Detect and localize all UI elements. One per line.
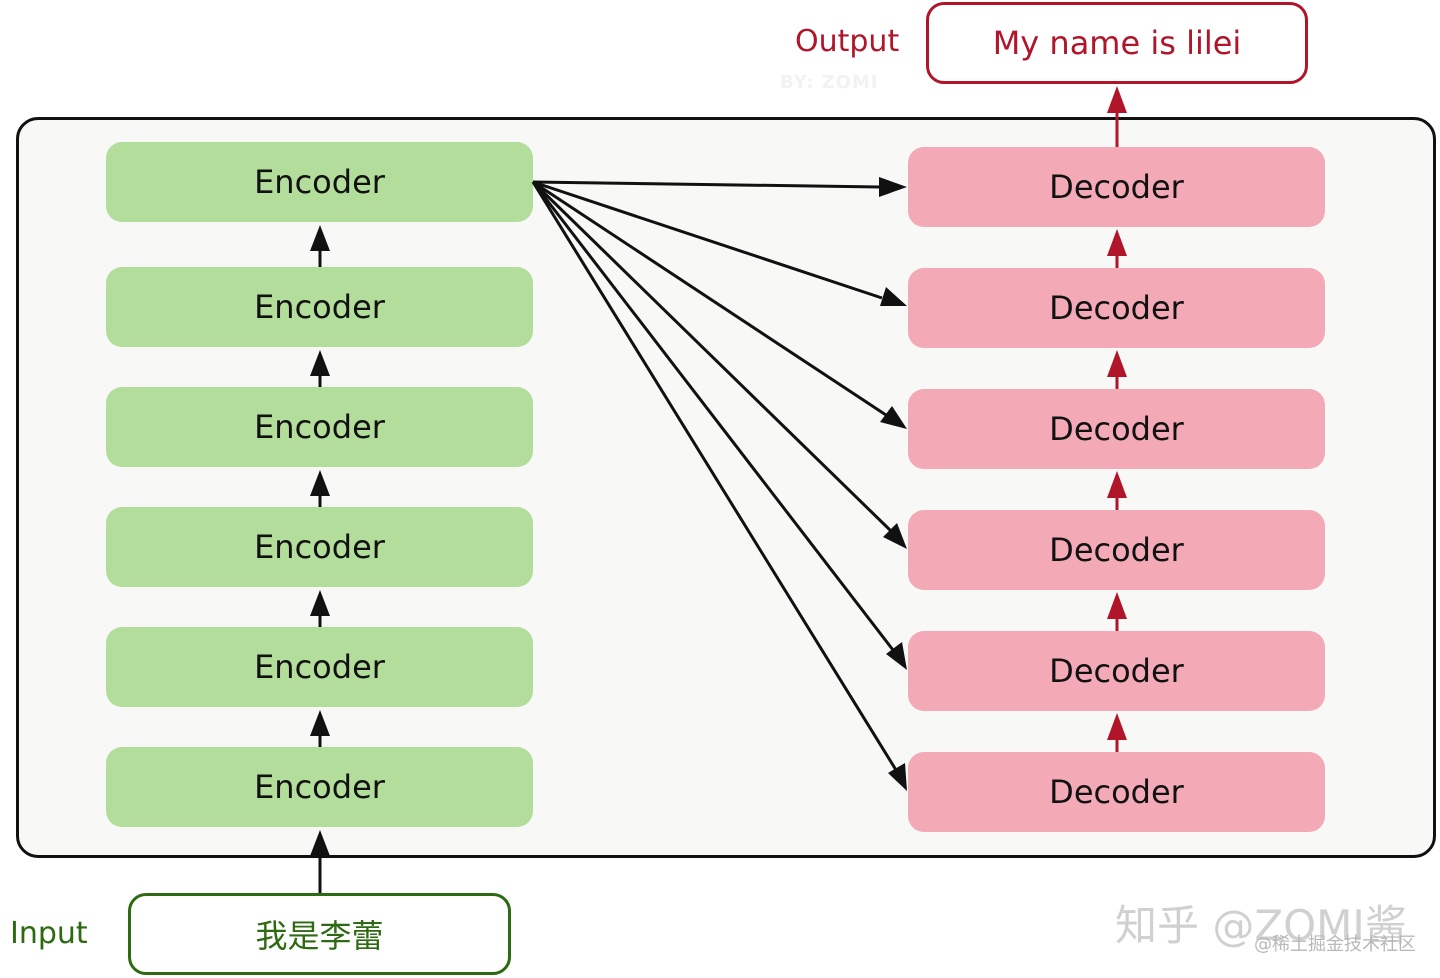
decoder-label: Decoder (1049, 168, 1184, 206)
decoder-label: Decoder (1049, 289, 1184, 327)
decoder-up-arrow (1107, 350, 1127, 377)
decoder-label: Decoder (1049, 773, 1184, 811)
juejin-watermark: @稀土掘金技术社区 (1254, 934, 1416, 955)
output-label: Output (795, 24, 900, 59)
encoder-up-arrow (310, 225, 330, 251)
encoder-label: Encoder (254, 768, 385, 806)
encoder-to-decoder-arrows (531, 177, 907, 791)
zhihu-watermark: 知乎 @ZOMI酱 (1115, 901, 1407, 950)
decoder-label: Decoder (1049, 652, 1184, 690)
encoder-up-arrow (310, 590, 330, 616)
decoder-up-arrow (1107, 471, 1127, 498)
decoder-block-2: Decoder (908, 631, 1325, 711)
encoder-block-3: Encoder (106, 507, 533, 587)
by-zomi-watermark: BY: ZOMI (780, 72, 879, 93)
encoder-label: Encoder (254, 528, 385, 566)
decoder-up-arrow (1107, 592, 1127, 619)
decoder-block-5: Decoder (908, 268, 1325, 348)
encoder-label: Encoder (254, 408, 385, 446)
output-box: My name is lilei (926, 2, 1308, 84)
output-arrow (1107, 86, 1127, 113)
encoder-label: Encoder (254, 648, 385, 686)
input-box: 我是李蕾 (128, 893, 511, 975)
cross-arrow-head (879, 177, 907, 197)
input-arrow-head (310, 830, 330, 856)
output-text: My name is lilei (992, 24, 1242, 62)
decoder-up-arrow (1107, 229, 1127, 256)
decoder-block-4: Decoder (908, 389, 1325, 469)
encoder-up-arrow (310, 710, 330, 736)
cross-arrow-head (886, 642, 907, 670)
encoder-block-1: Encoder (106, 747, 533, 827)
decoder-block-3: Decoder (908, 510, 1325, 590)
encoder-block-4: Encoder (106, 387, 533, 467)
encoder-block-6: Encoder (106, 142, 533, 222)
decoder-block-6: Decoder (908, 147, 1325, 227)
cross-arrow-head (880, 406, 907, 429)
decoder-up-arrow (1107, 713, 1127, 740)
decoder-label: Decoder (1049, 531, 1184, 569)
input-label: Input (10, 916, 88, 951)
encoder-label: Encoder (254, 163, 385, 201)
decoder-block-1: Decoder (908, 752, 1325, 832)
cross-arrow-head (880, 287, 907, 306)
cross-arrow-head (883, 523, 907, 549)
encoder-up-arrow (310, 470, 330, 496)
input-text: 我是李蕾 (255, 917, 384, 955)
encoder-label: Encoder (254, 288, 385, 326)
cross-arrow-head (888, 763, 907, 791)
encoder-up-arrow (310, 350, 330, 376)
model-container (16, 117, 1436, 858)
decoder-label: Decoder (1049, 410, 1184, 448)
encoder-block-5: Encoder (106, 267, 533, 347)
encoder-block-2: Encoder (106, 627, 533, 707)
